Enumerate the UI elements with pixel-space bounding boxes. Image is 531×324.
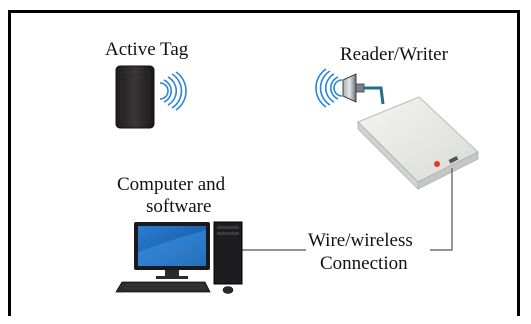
computer-label-line1: Computer and — [117, 174, 226, 195]
reader-signal-waves-icon — [315, 68, 343, 108]
reader-writer-icon — [357, 96, 479, 190]
tag-signal-waves-icon — [159, 71, 187, 111]
reader-writer-label: Reader/Writer — [340, 44, 448, 65]
connection-label-line1: Wire/wireless — [308, 230, 413, 251]
connection-label-line2: Connection — [320, 253, 408, 274]
active-tag-icon — [115, 65, 155, 129]
active-tag-label: Active Tag — [105, 39, 189, 60]
connection-line — [242, 168, 453, 251]
computer-icon — [115, 221, 243, 294]
computer-label-line2: software — [146, 196, 212, 217]
antenna-icon — [342, 73, 385, 105]
